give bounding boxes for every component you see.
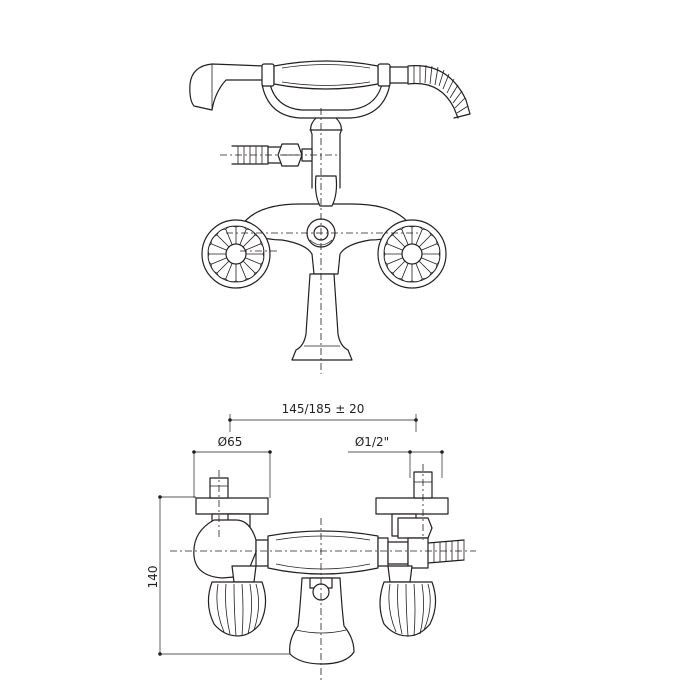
spout-front-view: [289, 577, 355, 665]
spout-top-view: [291, 273, 353, 361]
right-flange: [375, 471, 449, 539]
handle-diameter-dimension: Ø65: [192, 435, 272, 498]
spacing-dimension: 145/185 ± 20: [228, 402, 418, 432]
handset-handle: [261, 60, 409, 90]
right-rosette-handle: [377, 219, 447, 289]
hose-top-view: [407, 64, 471, 119]
front-view: 145/185 ± 20 Ø65 Ø1/2" 140: [146, 402, 476, 680]
cradle-inner-arc: [269, 83, 383, 111]
left-elbow: [193, 519, 269, 579]
right-ribbed-handle: [379, 581, 437, 637]
height-label: 140: [146, 566, 160, 589]
spacing-label: 145/185 ± 20: [282, 402, 365, 416]
hose-front-view: [427, 539, 465, 564]
thread-label: Ø1/2": [355, 435, 389, 449]
thread-dimension: Ø1/2": [348, 435, 444, 478]
shower-head: [189, 63, 265, 111]
top-view: [189, 60, 471, 374]
mixer-body-front: [267, 530, 429, 575]
cradle-arc: [261, 83, 391, 119]
left-ribbed-handle: [207, 581, 267, 637]
left-rosette-handle: [201, 219, 271, 289]
handle-diameter-label: Ø65: [218, 435, 243, 449]
height-dimension: 140: [146, 495, 290, 656]
